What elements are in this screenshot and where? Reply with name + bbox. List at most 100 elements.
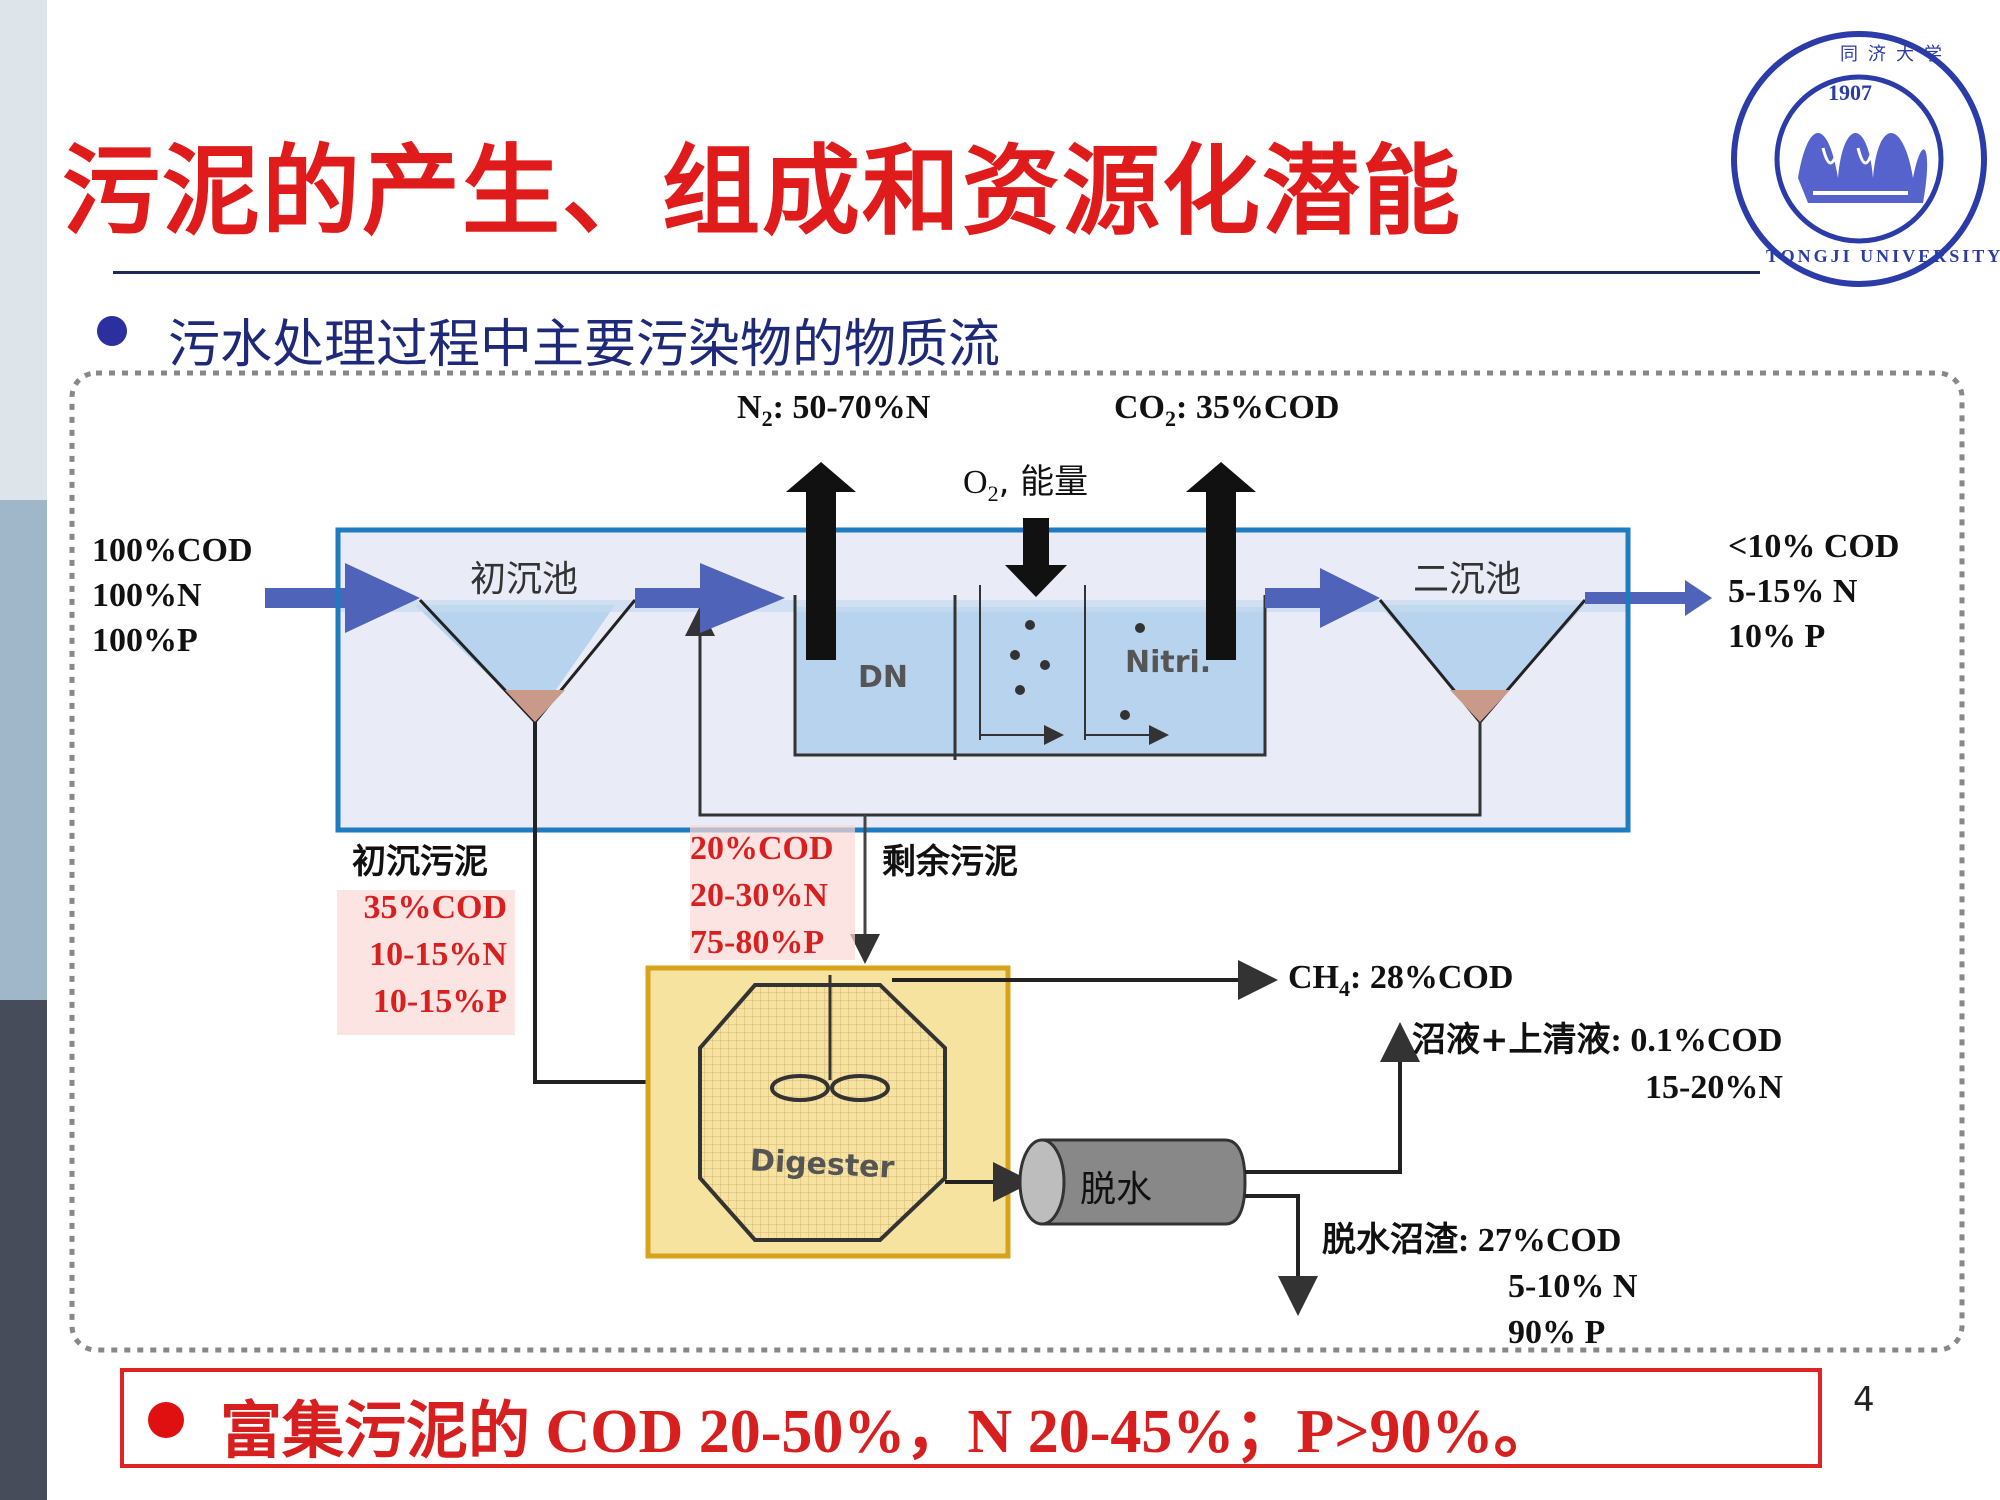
outflow-arrow xyxy=(1585,580,1712,616)
conclusion-box xyxy=(120,1368,1822,1468)
n2-value: : 50-70%N xyxy=(772,389,931,426)
return-sludge-line xyxy=(685,606,1482,817)
inflow-arrow xyxy=(265,563,420,633)
n2-arrow-head xyxy=(786,462,856,492)
ch4-subscript: 4 xyxy=(1339,975,1350,1001)
sidebar-bottom xyxy=(0,1000,47,1500)
o2-arrow-shaft xyxy=(1023,518,1049,568)
bubble xyxy=(1135,623,1145,633)
inflow-label: 100%COD 100%N 100%P xyxy=(92,528,253,664)
subtitle-bullet xyxy=(97,316,127,346)
water-bioreactor xyxy=(795,607,1265,755)
subtitle: 污水处理过程中主要污染物的物质流 xyxy=(168,315,1001,375)
bubble xyxy=(1010,650,1020,660)
sidebar-top xyxy=(0,0,47,500)
page-title: 污泥的产生、组成和资源化潜能 xyxy=(62,135,1463,249)
primary-sludge-cod: 35%COD xyxy=(363,889,507,926)
primary-clarifier-label: 初沉池 xyxy=(470,559,579,600)
inflow-n: 100%N xyxy=(92,577,202,615)
excess-sludge-values: 20%COD 20-30%N 75-80%P xyxy=(690,826,834,967)
n2-symbol: N xyxy=(737,389,762,426)
conclusion-bullet xyxy=(148,1402,184,1438)
excess-sludge-n: 20-30%N xyxy=(690,876,828,914)
dewatered-cake-p: 90% P xyxy=(1508,1314,1606,1351)
o2-label: O2, 能量 xyxy=(963,460,1088,508)
primary-sludge-values: 35%COD 10-15%N 10-15%P xyxy=(341,885,507,1026)
ch4-symbol: CH xyxy=(1288,959,1339,996)
dewatered-cake-cod: : 27%COD xyxy=(1458,1222,1622,1259)
o2-symbol: O xyxy=(963,464,988,501)
outflow-p: 10% P xyxy=(1728,618,1826,656)
co2-arrow-head xyxy=(1186,462,1256,492)
mixer-blade-right xyxy=(830,1074,890,1102)
primary-sludge-highlight xyxy=(337,890,515,1035)
water-secondary xyxy=(1380,605,1585,720)
excess-sludge-cod: 20%COD xyxy=(690,830,834,867)
bubble xyxy=(1015,685,1025,695)
conclusion-text: 富集污泥的 COD 20-50%，N 20-45%；P>90%。 xyxy=(220,1398,1556,1466)
supernatant-n: 15-20%N xyxy=(1645,1069,1783,1106)
outflow-n: 5-15% N xyxy=(1728,573,1858,611)
excess-sludge-p: 75-80%P xyxy=(690,923,825,961)
digester-label: Digester xyxy=(749,1143,896,1186)
bubble xyxy=(1120,710,1130,720)
nitri-label: Nitri. xyxy=(1125,645,1212,680)
o2-arrow-head xyxy=(1005,565,1067,597)
treatment-box xyxy=(335,527,1631,833)
co2-label: CO2: 35%COD xyxy=(1114,385,1339,433)
primary-clarifier-sludge xyxy=(505,690,565,722)
bubble xyxy=(1040,660,1050,670)
n2-label: N2: 50-70%N xyxy=(737,385,930,433)
dewatered-cake-label: 脱水沼渣: 27%COD xyxy=(1322,1218,1621,1264)
inflow-p: 100%P xyxy=(92,622,198,660)
primary-sludge-title: 初沉污泥 xyxy=(352,842,488,882)
supernatant-title: 沼液+上清液 xyxy=(1412,1020,1611,1060)
dn-label: DN xyxy=(858,660,909,695)
flow-arrow-3 xyxy=(1265,568,1380,628)
primary-sludge-p: 10-15%P xyxy=(372,982,507,1020)
excess-sludge-highlight xyxy=(690,825,855,960)
flow-arrow-2 xyxy=(635,563,785,633)
logo-year: 1907 xyxy=(1828,80,1872,105)
cake-line xyxy=(1245,1194,1318,1316)
diagram-frame xyxy=(69,370,1965,1353)
excess-sludge-title: 剩余污泥 xyxy=(882,842,1018,882)
university-logo: 1907 TONGJI UNIVERSITY 同济大学 xyxy=(1728,28,2000,290)
ch4-label: CH4: 28%COD xyxy=(1288,955,1513,1003)
primary-sludge-line xyxy=(533,722,708,1102)
o2-subscript: 2 xyxy=(987,480,999,506)
primary-sludge-n: 10-15%N xyxy=(369,935,507,973)
logo-text: TONGJI UNIVERSITY xyxy=(1766,246,2000,266)
dewatering-label: 脱水 xyxy=(1080,1169,1153,1210)
dewatered-cake-n: 5-10% N xyxy=(1508,1268,1638,1305)
outflow-cod: <10% COD xyxy=(1728,528,1900,565)
supernatant-line xyxy=(1245,1022,1420,1174)
logo-cn: 同济大学 xyxy=(1840,44,1952,65)
co2-arrow-shaft xyxy=(1206,490,1236,660)
ch4-value: : 28%COD xyxy=(1350,959,1514,996)
n2-arrow-shaft xyxy=(806,490,836,660)
co2-value: : 35%COD xyxy=(1176,389,1340,426)
supernatant-label: 沼液+上清液: 0.1%COD xyxy=(1412,1018,1782,1064)
inflow-cod: 100%COD xyxy=(92,532,253,569)
page-number: 4 xyxy=(1853,1380,1875,1420)
bubble xyxy=(1025,620,1035,630)
supernatant-cod: : 0.1%COD xyxy=(1610,1022,1783,1059)
digester-vessel xyxy=(698,983,947,1242)
dewatered-cake-title: 脱水沼渣 xyxy=(1322,1220,1458,1260)
co2-subscript: 2 xyxy=(1165,405,1176,431)
secondary-clarifier-sludge xyxy=(1450,690,1510,722)
secondary-clarifier-label: 二沉池 xyxy=(1413,559,1522,600)
mixer-blade-left xyxy=(770,1074,830,1102)
co2-symbol: CO xyxy=(1114,389,1165,426)
sidebar-middle xyxy=(0,500,47,1000)
n2-subscript: 2 xyxy=(761,405,773,431)
dewatering-unit xyxy=(1040,1138,1247,1226)
o2-value: , 能量 xyxy=(998,462,1089,502)
outflow-label: <10% COD 5-15% N 10% P xyxy=(1728,524,1899,660)
dewatering-end xyxy=(1018,1138,1066,1226)
water-primary xyxy=(415,605,615,720)
title-divider xyxy=(113,271,1760,274)
bioreactor-walls xyxy=(793,595,1267,757)
